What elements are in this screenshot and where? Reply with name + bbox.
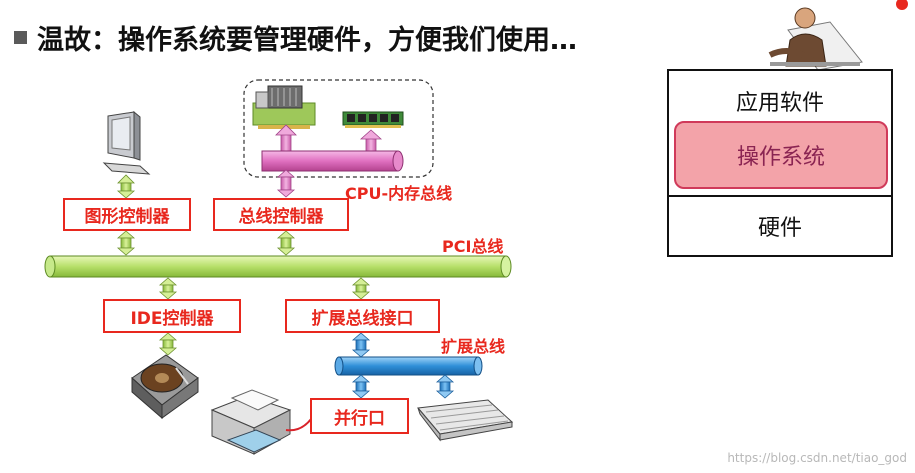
expansion-bus-interface: 扩展总线接口 [285,299,440,333]
cpu-memory-bus [261,150,404,172]
pci-bus [44,255,512,278]
pci-to-ide-arrow [158,277,178,300]
expansion-bus-to-parallel-arrow [351,374,371,399]
expansion-bus [334,356,483,376]
bus-controller-to-pci-arrow [276,230,296,256]
cpu-memory-bus-label: CPU-内存总线 [345,184,453,203]
expansion-bus-label: 扩展总线 [441,337,506,356]
presenter-person-icon [768,0,908,71]
graphics-to-pci-arrow [116,230,136,256]
layer-divider [669,195,891,197]
keyboard-icon [417,399,514,442]
watermark: https://blog.csdn.net/tiao_god [727,451,907,465]
memory-to-membus-arrow [359,129,383,152]
graphics-controller: 图形控制器 [63,198,191,231]
cpu-board-icon [252,85,316,129]
ide-to-disk-arrow [158,332,178,356]
memory-module-icon [342,111,404,128]
monitor-icon [102,110,151,175]
monitor-to-graphics-arrow [116,174,136,199]
expansion-interface-to-bus-arrow [351,332,371,358]
membus-to-bus-controller-arrow [276,169,296,198]
slide-title-text: 温故：操作系统要管理硬件，方便我们使用… [37,25,577,56]
parallel-port: 并行口 [310,398,409,434]
hard-disk-icon [131,354,199,420]
slide-title: 温故：操作系统要管理硬件，方便我们使用… [14,18,577,57]
system-layer-stack: 应用软件 硬件 [667,69,893,257]
bus-controller: 总线控制器 [213,198,349,231]
os-layer: 操作系统 [674,121,888,189]
square-bullet-icon [14,31,27,44]
application-layer: 应用软件 [735,91,824,116]
printer-icon [210,389,292,455]
expansion-bus-to-keyboard-arrow [435,374,455,399]
hardware-layer: 硬件 [757,216,802,241]
ide-controller: IDE控制器 [103,299,241,333]
pci-to-expansion-arrow [351,277,371,300]
pci-bus-label: PCI总线 [442,237,504,256]
cpu-memory-group-outline [243,79,434,178]
